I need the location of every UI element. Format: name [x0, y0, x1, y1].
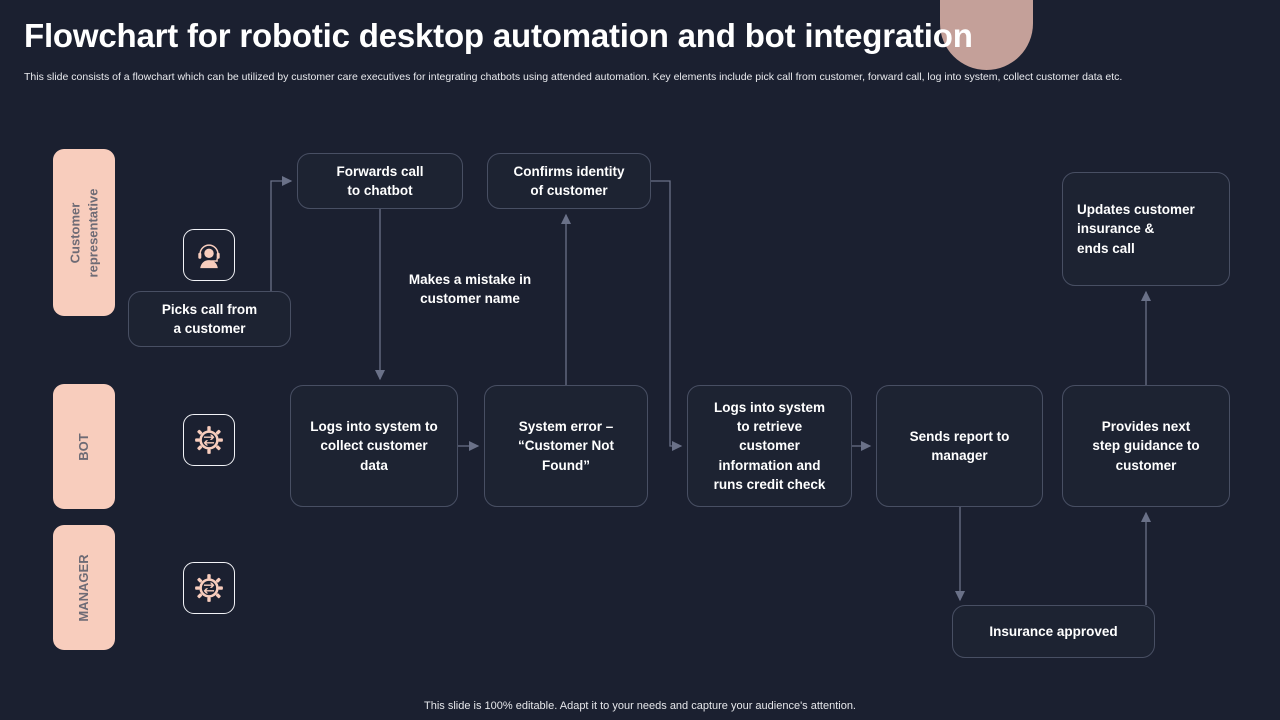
node-text: Logs into system to retrieve customer in…	[713, 400, 826, 492]
node-text: System error – “Customer Not Found”	[517, 419, 614, 473]
node-picks-call[interactable]: Picks call from a customer	[128, 291, 291, 347]
node-provides-guidance[interactable]: Provides next step guidance to customer	[1062, 385, 1230, 507]
node-sends-report[interactable]: Sends report to manager	[876, 385, 1043, 507]
node-text: Sends report to manager	[909, 428, 1010, 463]
node-confirms-identity[interactable]: Confirms identity of customer	[487, 153, 651, 209]
node-text: Updates customer insurance & ends call	[1077, 202, 1195, 256]
node-text: Provides next step guidance to customer	[1092, 419, 1200, 473]
node-updates-insurance[interactable]: Updates customer insurance & ends call	[1062, 172, 1230, 286]
agent-headset-icon	[198, 244, 220, 269]
lane-label: BOT	[76, 432, 92, 461]
agent-headset-icon-tile	[183, 229, 235, 281]
page-subtitle: This slide consists of a flowchart which…	[24, 71, 1123, 83]
bot-gear-icon-tile	[183, 414, 235, 466]
node-system-error[interactable]: System error – “Customer Not Found”	[484, 385, 648, 507]
node-logs-retrieve[interactable]: Logs into system to retrieve customer in…	[687, 385, 852, 507]
footer-note: This slide is 100% editable. Adapt it to…	[424, 700, 856, 712]
node-text: Forwards call to chatbot	[336, 163, 424, 198]
lane-label-line2: representative	[85, 188, 100, 277]
lane-bot: BOT	[53, 384, 115, 509]
lane-label-line1: Customer	[67, 202, 83, 263]
node-text: Picks call from a customer	[161, 301, 258, 336]
lane-manager: MANAGER	[53, 525, 115, 650]
connector-confirms-to-logs-retrieve	[651, 180, 683, 452]
node-text: Logs into system to collect customer dat…	[310, 419, 438, 473]
edge-label-makes-a-mistake: Makes a mistake in customer name	[408, 272, 532, 307]
connector-picks-to-forwards	[270, 175, 293, 291]
node-text: Insurance approved	[989, 623, 1118, 639]
node-insurance-approved[interactable]: Insurance approved	[952, 605, 1155, 658]
manager-gear-icon-tile	[183, 562, 235, 614]
bot-gear-icon	[195, 426, 223, 454]
node-text: Confirms identity of customer	[513, 163, 625, 198]
lane-label: MANAGER	[76, 553, 92, 622]
page-title: Flowchart for robotic desktop automation…	[24, 17, 973, 54]
manager-gear-icon	[195, 574, 223, 602]
node-logs-collect[interactable]: Logs into system to collect customer dat…	[290, 385, 458, 507]
node-forwards-call[interactable]: Forwards call to chatbot	[297, 153, 463, 209]
